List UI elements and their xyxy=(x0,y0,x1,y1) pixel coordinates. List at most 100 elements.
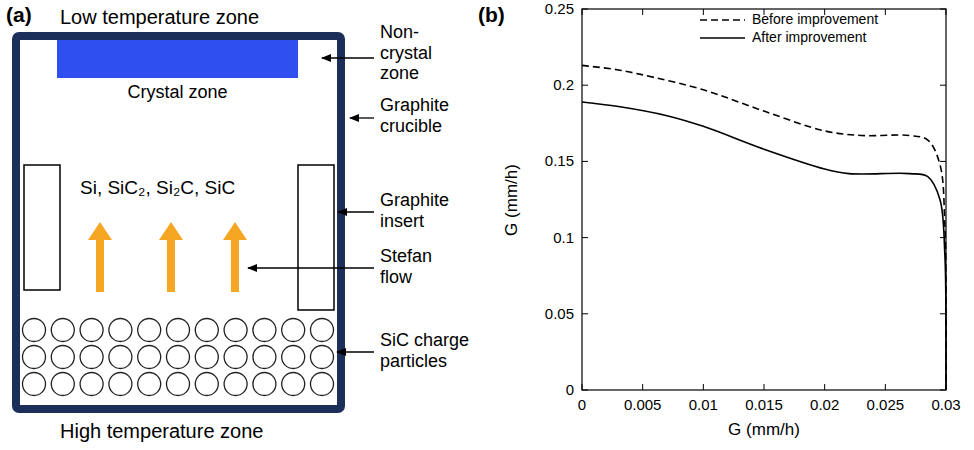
curve-after xyxy=(582,102,946,390)
legend-solid-sample xyxy=(700,37,745,39)
sic-particle xyxy=(195,373,218,396)
sic-particle xyxy=(253,319,276,342)
sic-particle xyxy=(138,319,161,342)
leader-arrows xyxy=(248,58,374,352)
flow-arrow xyxy=(88,222,112,292)
axis-tick xyxy=(582,85,588,86)
axis-tick xyxy=(940,9,946,10)
graphite-insert xyxy=(298,165,334,310)
sic-particle xyxy=(253,346,276,369)
sic-particle xyxy=(282,346,305,369)
zone-heading: Crystal zone xyxy=(57,82,298,103)
axis-tick xyxy=(582,313,588,314)
leader-arrow xyxy=(337,351,374,352)
axis-tick xyxy=(582,390,588,391)
legend-text: After improvement xyxy=(752,29,866,45)
sic-particle xyxy=(167,319,190,342)
sic-particle xyxy=(195,346,218,369)
tick-label: 0.015 xyxy=(745,396,783,413)
axis-tick xyxy=(940,390,946,391)
sic-particle xyxy=(138,373,161,396)
sic-particle xyxy=(109,319,132,342)
legend-dashed-sample xyxy=(700,19,745,21)
axis-tick xyxy=(940,313,946,314)
sic-particle xyxy=(51,346,74,369)
axis-tick xyxy=(885,384,886,390)
part-label: Graphite crucible xyxy=(380,95,462,136)
legend-text: Before improvement xyxy=(752,11,878,27)
leader-arrow xyxy=(350,117,374,118)
sic-particle xyxy=(224,319,247,342)
charge-particles xyxy=(23,319,334,396)
tick-label: 0.15 xyxy=(545,153,574,170)
stefan-flow-arrows xyxy=(88,222,247,292)
axis-tick xyxy=(703,9,704,15)
sic-particle xyxy=(224,373,247,396)
tick-label: 0.025 xyxy=(867,396,905,413)
axis-tick xyxy=(940,85,946,86)
axis-tick xyxy=(946,9,947,15)
axis-tick xyxy=(940,161,946,162)
sic-particle xyxy=(253,373,276,396)
axis-tick xyxy=(582,237,588,238)
axis-tick xyxy=(642,384,643,390)
axis-tick xyxy=(764,384,765,390)
zone-label: Low temperature zone xyxy=(60,6,259,29)
part-label: SiC charge particles xyxy=(380,330,480,371)
tick-label: 0.1 xyxy=(553,229,574,246)
sic-particle xyxy=(51,373,74,396)
sic-particle xyxy=(51,319,74,342)
sic-particle xyxy=(23,319,46,342)
part-label: Non-crystal zone xyxy=(380,22,462,84)
axis-tick xyxy=(885,9,886,15)
sic-particle xyxy=(167,346,190,369)
sic-particle xyxy=(311,319,334,342)
crystal-zone: Crystal zone xyxy=(57,40,298,78)
tick-label: 0.2 xyxy=(553,77,574,94)
tick-label: 0.25 xyxy=(545,0,574,17)
tick-label: 0.01 xyxy=(689,396,718,413)
tick-label: 0 xyxy=(578,396,586,413)
axis-tick xyxy=(703,384,704,390)
leader-arrow xyxy=(322,57,374,58)
flow-arrow xyxy=(223,222,247,292)
tick-label: 0.02 xyxy=(810,396,839,413)
sic-particle xyxy=(167,373,190,396)
sic-particle xyxy=(195,319,218,342)
sic-particle xyxy=(109,373,132,396)
zone-label: High temperature zone xyxy=(60,420,263,443)
leader-arrow xyxy=(338,211,374,212)
part-label: Stefan flow xyxy=(380,246,462,287)
species-label: Si, SiC₂, Si₂C, SiC xyxy=(80,177,235,199)
axis-ticks xyxy=(582,9,946,390)
tick-label: 0.005 xyxy=(624,396,662,413)
sic-particle xyxy=(311,373,334,396)
flow-arrow xyxy=(159,222,183,292)
tick-label: 0.05 xyxy=(545,305,574,322)
curve-before xyxy=(582,65,946,390)
curves xyxy=(582,65,946,390)
sic-particle xyxy=(282,319,305,342)
axis-title: G (mm/h) xyxy=(728,420,800,440)
axis-tick xyxy=(582,9,588,10)
sic-particle xyxy=(80,373,103,396)
sic-particle xyxy=(23,373,46,396)
plot-frame xyxy=(582,9,946,390)
tick-label: 0 xyxy=(566,381,574,398)
sic-particle xyxy=(311,346,334,369)
sic-particle xyxy=(282,373,305,396)
sic-particle xyxy=(23,346,46,369)
sic-particle xyxy=(80,346,103,369)
axis-tick xyxy=(582,161,588,162)
leader-arrow xyxy=(248,267,374,268)
sic-particle xyxy=(138,346,161,369)
panel-label: (b) xyxy=(478,3,505,27)
graphite-crucible xyxy=(16,36,341,409)
axis-tick xyxy=(582,384,583,390)
axis-tick xyxy=(642,9,643,15)
axis-tick xyxy=(582,9,583,15)
axis-tick xyxy=(824,384,825,390)
panel-label: (a) xyxy=(6,3,32,27)
